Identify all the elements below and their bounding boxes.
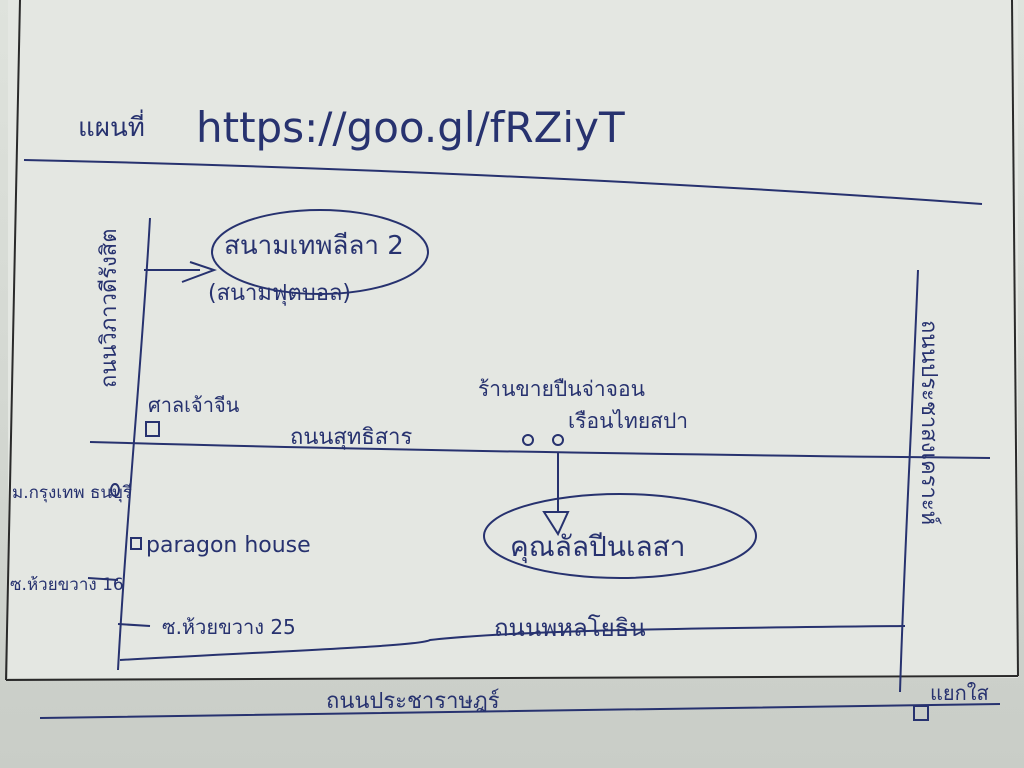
stadium-bubble [211, 209, 429, 295]
shop-marker-icon [522, 434, 534, 446]
destination-bubble [483, 493, 757, 579]
soi-left-road-line [87, 577, 119, 581]
vibhavadi-road-label: ถนนวิภาวดีรังสิต [97, 228, 122, 388]
bottom-road-line [39, 703, 1001, 719]
stadium-sublabel: (สนามฟุตบอล) [208, 281, 351, 306]
paper-border [5, 0, 1019, 681]
right-road-label: ถนนประชาสงเคราะห์ [916, 320, 941, 525]
soi-25-label: ซ.ห้วยขวาง 25 [162, 615, 296, 639]
paragon-marker-icon [130, 537, 142, 550]
shop-label: ร้านขายปืนจ่าจอน [478, 377, 645, 401]
header-url: https://goo.gl/fRZiyT [196, 103, 625, 152]
phahonyothin-road-line [119, 625, 906, 661]
bottom-right-marker-icon [913, 705, 929, 721]
bottom-right-label: แยกใส [930, 681, 989, 705]
phahonyothin-road-label: ถนนพหลโยธิน [494, 614, 646, 642]
paper-sheet [8, 0, 1018, 678]
header-divider [23, 159, 983, 205]
paragon-label: paragon house [146, 533, 311, 558]
restaurant-label: เรือนไทยสปา [568, 409, 688, 433]
stadium-arrow-icon [181, 261, 217, 283]
destination-label: คุณลัลปีนเลสา [510, 530, 685, 564]
destination-arrow-icon [542, 511, 570, 537]
header-label: แผนที่ [78, 109, 145, 143]
vibhavadi-road-line [117, 217, 151, 671]
restaurant-marker-icon [552, 434, 564, 446]
university-label: ม.กรุงเทพ ธนบุรี [12, 483, 132, 503]
right-road-line [899, 269, 919, 693]
bottom-road-label: ถนนประชาราษฎร์ [326, 689, 500, 714]
sutthisan-road-line [89, 441, 991, 459]
soi-left-label: ซ.ห้วยขวาง 16 [10, 575, 124, 595]
shrine-label: ศาลเจ้าจีน [148, 393, 240, 417]
stadium-label: สนามเทพลีลา 2 [224, 231, 404, 261]
university-marker-icon [110, 483, 120, 497]
soi-25-road-line [117, 623, 151, 627]
shrine-marker-icon [145, 421, 160, 437]
sutthisan-road-label: ถนนสุทธิสาร [290, 425, 413, 450]
